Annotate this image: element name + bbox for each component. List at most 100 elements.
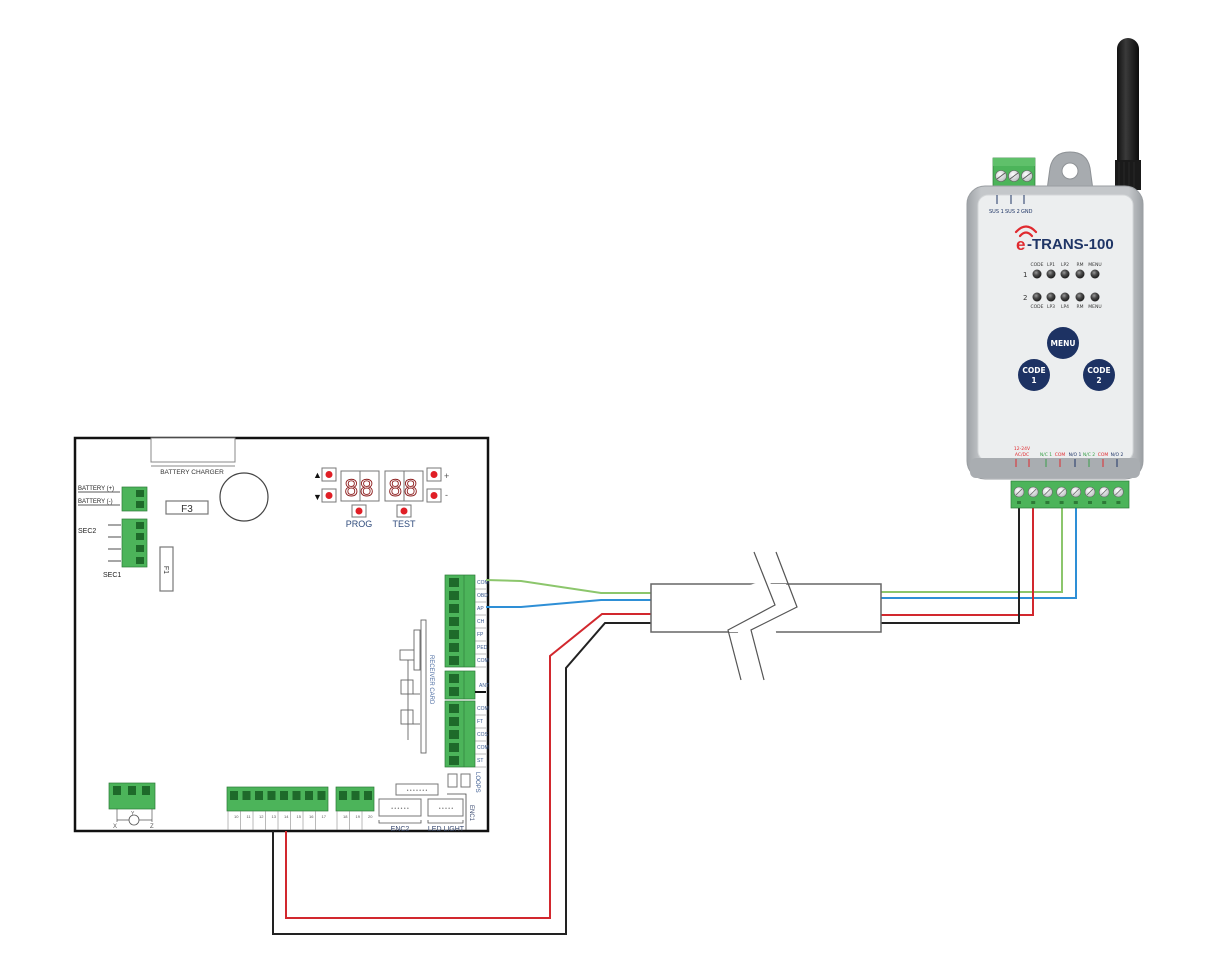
led-label: LP3: [1047, 304, 1055, 310]
terminal-label: N/C 1: [1040, 452, 1052, 458]
terminal-slot: [292, 791, 301, 800]
terminal-label: AP: [477, 606, 484, 612]
brand-name: -TRANS-100: [1027, 236, 1114, 253]
display-right-digits: 88: [389, 475, 420, 502]
code1-label-line2: 1: [1031, 376, 1036, 385]
terminal-slot: [449, 717, 459, 726]
power-label-line2: AC/DC: [1015, 452, 1029, 458]
led-label: RM: [1076, 262, 1083, 268]
terminal-label: 15: [297, 814, 302, 819]
led-label: MENU: [1088, 304, 1101, 310]
terminal-label: 12: [259, 814, 264, 819]
terminal-label: 17: [322, 814, 327, 819]
motor-x-label: X: [113, 824, 117, 830]
sec1-label: SEC1: [103, 572, 121, 579]
terminal-label: 13: [272, 814, 277, 819]
svg-text:• • • • • •: • • • • • •: [391, 806, 409, 812]
code1-label-line1: CODE: [1022, 366, 1045, 375]
terminal-slot: [449, 756, 459, 765]
fuse-f1: F1: [159, 546, 174, 592]
terminal-label: ST: [477, 758, 483, 764]
terminal-label: COM: [1098, 452, 1109, 458]
sec2-label: SEC2: [78, 528, 96, 535]
terminal-slot: [255, 791, 263, 800]
terminal-label: PED: [477, 645, 488, 651]
menu-button-label: MENU: [1051, 339, 1076, 348]
sec-terminal: SEC2 SEC1: [78, 518, 148, 579]
led-label: LP2: [1061, 262, 1069, 268]
programming-panel: ▲ ▼ 88 88 + - PROG TEST: [313, 467, 449, 529]
terminal-slot: [242, 791, 251, 800]
terminal-label: OBD: [477, 593, 488, 599]
terminal-slot: [280, 791, 288, 800]
code2-label-line1: CODE: [1087, 366, 1110, 375]
led-row2-number: 2: [1023, 294, 1027, 302]
svg-text:• • • • • • •: • • • • • • •: [407, 788, 428, 794]
motor-z-label: Z: [150, 824, 154, 830]
bottom-terminal-block: [1010, 480, 1130, 509]
power-label-line1: 12-24V: [1014, 446, 1031, 452]
status-led: [1090, 292, 1100, 302]
wire-green-left: [485, 579, 651, 594]
terminal-label: 10: [234, 814, 239, 819]
status-led: [1075, 292, 1085, 302]
test-label: TEST: [392, 519, 416, 529]
wire-blue-right: [881, 500, 1077, 599]
terminal-slot: [230, 791, 238, 800]
terminal-label: N/O 1: [1069, 452, 1082, 458]
led-label: RM: [1076, 304, 1083, 310]
led-label: CODE: [1031, 304, 1044, 310]
wire-red-left: [285, 613, 651, 919]
led-label: CODE: [1031, 262, 1044, 268]
code2-button[interactable]: CODE 2: [1083, 359, 1115, 391]
terminal-slot: [449, 743, 459, 752]
terminal-label: 16: [309, 814, 314, 819]
battery-minus-label: BATTERY (-): [78, 499, 113, 505]
enc-connectors: • • • • • • • • • • • • • • • • • • ENC2…: [378, 783, 474, 833]
motor-y-label: Y: [131, 811, 135, 817]
led-label: MENU: [1088, 262, 1101, 268]
minus-label: -: [445, 490, 448, 500]
fuse-f3-label: F3: [181, 504, 193, 515]
menu-button[interactable]: MENU: [1047, 327, 1079, 359]
terminal-label: 19: [356, 814, 361, 819]
terminal-block-ant: ANT: [444, 670, 489, 700]
fuse-f3: F3: [165, 500, 209, 515]
status-led: [1060, 292, 1070, 302]
display-left-digits: 88: [345, 475, 376, 502]
control-board: BATTERY CHARGER BATTERY (+) BATTERY (-) …: [73, 436, 490, 833]
code1-button[interactable]: CODE 1: [1018, 359, 1050, 391]
status-led: [1032, 269, 1042, 279]
terminal-slot: [364, 791, 372, 800]
terminal-label: 18: [343, 814, 348, 819]
status-led: [1075, 269, 1085, 279]
battery-terminal: BATTERY (+) BATTERY (-): [78, 486, 148, 512]
terminal-slot: [267, 791, 276, 800]
wifi-icon: [1014, 225, 1038, 238]
sus2-label: SUS 2: [1005, 209, 1020, 215]
top-terminal: [992, 157, 1036, 191]
terminal-label: COS: [477, 732, 489, 738]
wire-red-right: [881, 500, 1034, 616]
terminal-slot: [339, 791, 347, 800]
battery-charger-label: BATTERY CHARGER: [160, 469, 224, 476]
motor-terminal: X Y Z: [108, 782, 156, 830]
terminal-label: COM: [1055, 452, 1066, 458]
gnd-label: GND: [1021, 209, 1033, 215]
terminal-slot: [449, 630, 459, 639]
receiver-card: RECEIVER CARD: [399, 619, 434, 754]
status-led: [1032, 292, 1042, 302]
loops-label: LOOPS: [474, 772, 480, 793]
wire-black-right: [881, 500, 1020, 624]
led-label: LP1: [1047, 262, 1055, 268]
led-row1-number: 1: [1023, 271, 1027, 279]
svg-text:• • • • •: • • • • •: [439, 806, 454, 812]
terminal-label: COM: [477, 658, 489, 664]
terminal-label: COM: [477, 580, 489, 586]
